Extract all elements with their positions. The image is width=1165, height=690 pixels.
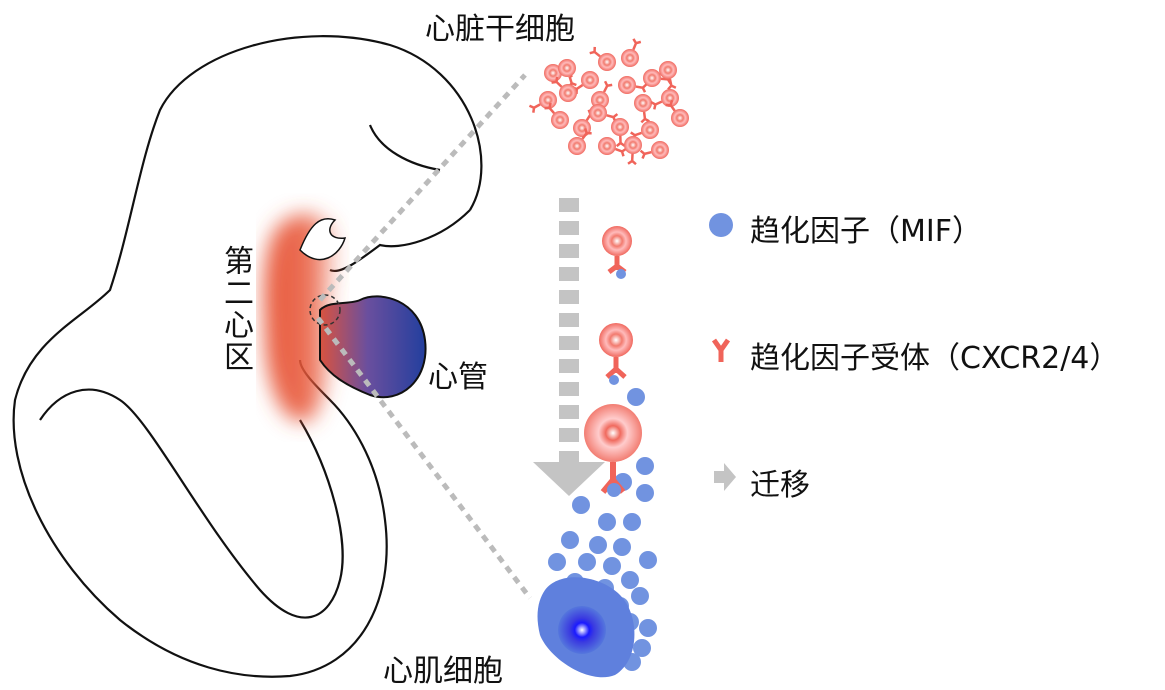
stem-cell [634, 94, 652, 112]
migrating-cell-3 [584, 404, 642, 497]
stem-cell [559, 84, 577, 102]
migration-arrow-head [533, 462, 605, 496]
stem-cell-receptor [602, 80, 613, 93]
mif-dot [636, 484, 654, 502]
stem-cell [659, 61, 677, 79]
stem-cell [568, 137, 586, 155]
stem-cell [671, 109, 689, 127]
label-cardiomyocyte: 心肌细胞 [383, 654, 503, 689]
embryo-outline [12, 35, 483, 678]
stem-cell [539, 91, 557, 109]
stem-cell-receptor [665, 99, 676, 112]
stem-cell-receptor [632, 38, 642, 51]
stem-cell [661, 89, 679, 107]
legend-migration: 迁移 [750, 468, 810, 503]
mif-dot [561, 531, 579, 549]
mif-dot [639, 619, 657, 637]
cardiomyocyte-nucleus [558, 606, 606, 654]
stem-cell-receptor [635, 83, 648, 93]
stem-cell [589, 104, 607, 122]
zoom-line-bottom [316, 316, 532, 600]
stem-cell-receptor [551, 76, 563, 88]
stem-cell [624, 136, 642, 154]
stem-cell [558, 59, 576, 77]
stem-cell-receptor [544, 102, 556, 115]
stem-cell-receptor [528, 103, 541, 113]
mif-dot [598, 513, 616, 531]
migrating-cell-1 [602, 226, 632, 279]
receptor-legend-icon [711, 338, 731, 362]
label-second-heart-field: 第二心区 [218, 245, 253, 373]
mif-dot [633, 639, 651, 657]
stem-cell [581, 71, 599, 89]
label-heart-tube: 心管 [428, 360, 488, 395]
zoom-line-top [318, 73, 527, 302]
mif-dot [548, 553, 566, 571]
mif-dot [639, 551, 657, 569]
stem-cell-receptor [589, 46, 601, 58]
stem-cell-receptor [627, 153, 637, 166]
migration-legend-icon [714, 463, 736, 491]
stem-cell-receptor [650, 100, 663, 110]
mif-dot [631, 587, 649, 605]
heart-tube [319, 295, 427, 399]
label-stem-cells: 心脏干细胞 [425, 12, 575, 47]
stem-cell-cluster [528, 38, 689, 166]
mif-dot [589, 536, 607, 554]
stem-cell [611, 118, 629, 136]
stem-cell-receptor [615, 135, 626, 148]
legend-mif: 趋化因子（MIF） [750, 214, 982, 249]
mif-dot [623, 513, 641, 531]
mif-dot [627, 388, 645, 406]
stem-cell [641, 121, 659, 139]
stem-cell [551, 111, 569, 129]
stem-cell-receptor [639, 149, 652, 159]
mif-dot [621, 571, 639, 589]
stem-cell-receptor [581, 128, 592, 140]
stem-cell [598, 137, 616, 155]
migrating-cell-2 [599, 323, 633, 385]
mif-dot [613, 538, 631, 556]
mif-dot [572, 496, 590, 514]
stem-cell-receptor [615, 147, 627, 157]
mif-legend-icon [709, 213, 733, 237]
stem-cell [621, 49, 639, 67]
stem-cell [598, 53, 616, 71]
stem-cell-receptor [667, 78, 677, 91]
mif-dot [603, 557, 621, 575]
mif-dot [578, 553, 596, 571]
heart-field-fold [299, 218, 347, 261]
legend-receptor: 趋化因子受体（CXCR2/4） [750, 341, 1120, 376]
second-heart-field [263, 214, 342, 422]
stem-cell [618, 76, 636, 94]
stem-cell [643, 69, 661, 87]
mif-dot [636, 457, 654, 475]
stem-cell-receptor [640, 111, 650, 124]
stem-cell [651, 141, 669, 159]
zoom-region-circle [309, 294, 341, 326]
